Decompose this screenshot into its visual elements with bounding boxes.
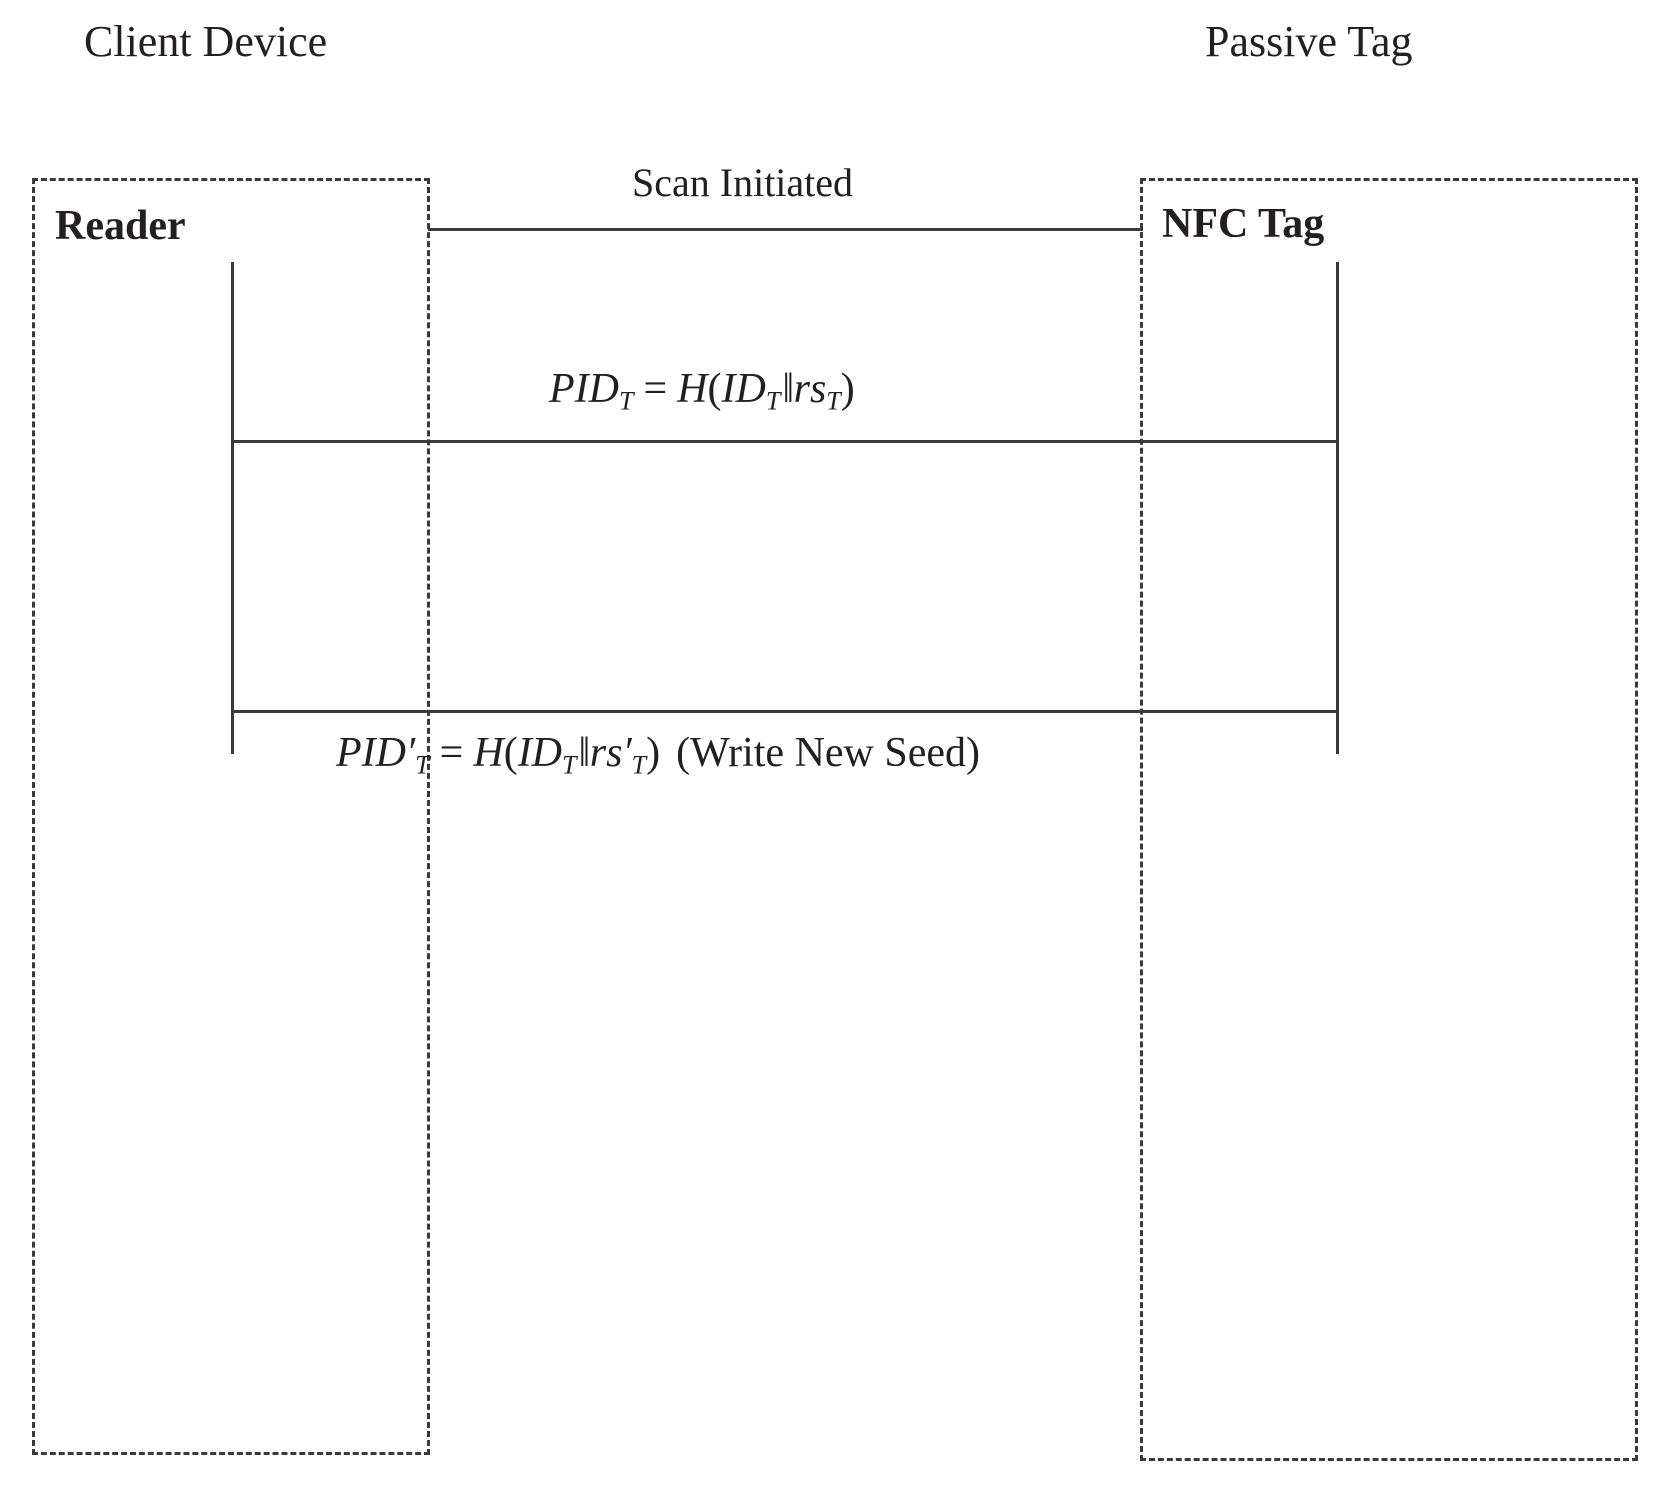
math2-lhs-sub: T bbox=[415, 750, 430, 780]
math2-lhs-base: PID bbox=[336, 730, 406, 776]
math-equals: = bbox=[643, 366, 668, 412]
math2-arg1-sub: T bbox=[562, 750, 577, 780]
math2-annotation: (Write New Seed) bbox=[676, 730, 980, 776]
message-label-scan-initiated: Scan Initiated bbox=[632, 160, 854, 205]
math2-lhs-prime: ′ bbox=[405, 730, 416, 776]
actor-caption-passive-tag: Passive Tag bbox=[1205, 17, 1413, 66]
math-close-paren: ) bbox=[840, 366, 855, 412]
math2-arg2-sub: T bbox=[631, 750, 647, 780]
math2-close-paren: ) bbox=[646, 730, 661, 776]
math-lhs-sub: T bbox=[618, 386, 634, 416]
message-label-pid-compute: PIDT=H(IDT‖rsT) bbox=[549, 368, 855, 414]
math2-arg2-base: rs bbox=[589, 730, 623, 776]
math2-open-paren: ( bbox=[503, 730, 518, 776]
math-lhs-base: PID bbox=[549, 366, 619, 412]
math2-arg2-prime: ′ bbox=[622, 730, 632, 776]
lifeline-reader bbox=[231, 262, 234, 754]
message-line-pid-new-seed bbox=[231, 710, 1339, 713]
math2-arg1-base: ID bbox=[517, 730, 563, 776]
math-arg1-sub: T bbox=[765, 386, 781, 416]
message-line-scan-initiated bbox=[428, 228, 1143, 231]
participant-label-reader: Reader bbox=[55, 203, 186, 249]
math-open-paren: ( bbox=[707, 366, 722, 412]
math-arg2-base: rs bbox=[793, 366, 827, 412]
boundary-box-client-device bbox=[32, 178, 430, 1455]
message-label-pid-new-seed: PID′T=H(IDT‖rs′T)(Write New Seed) bbox=[336, 732, 980, 778]
boundary-box-passive-tag bbox=[1140, 178, 1638, 1461]
math-concat-operator: ‖ bbox=[782, 366, 794, 412]
math-arg1-base: ID bbox=[721, 366, 766, 412]
math-arg2-sub: T bbox=[826, 386, 841, 416]
participant-label-nfc-tag: NFC Tag bbox=[1162, 201, 1325, 247]
math2-equals: = bbox=[439, 730, 464, 776]
math-hash-fn: H bbox=[677, 366, 708, 412]
lifeline-nfc-tag bbox=[1336, 262, 1339, 754]
math2-hash-fn: H bbox=[473, 730, 504, 776]
actor-caption-client-device: Client Device bbox=[84, 17, 328, 66]
math2-concat-operator: ‖ bbox=[578, 730, 591, 776]
message-line-pid-compute bbox=[231, 440, 1339, 443]
